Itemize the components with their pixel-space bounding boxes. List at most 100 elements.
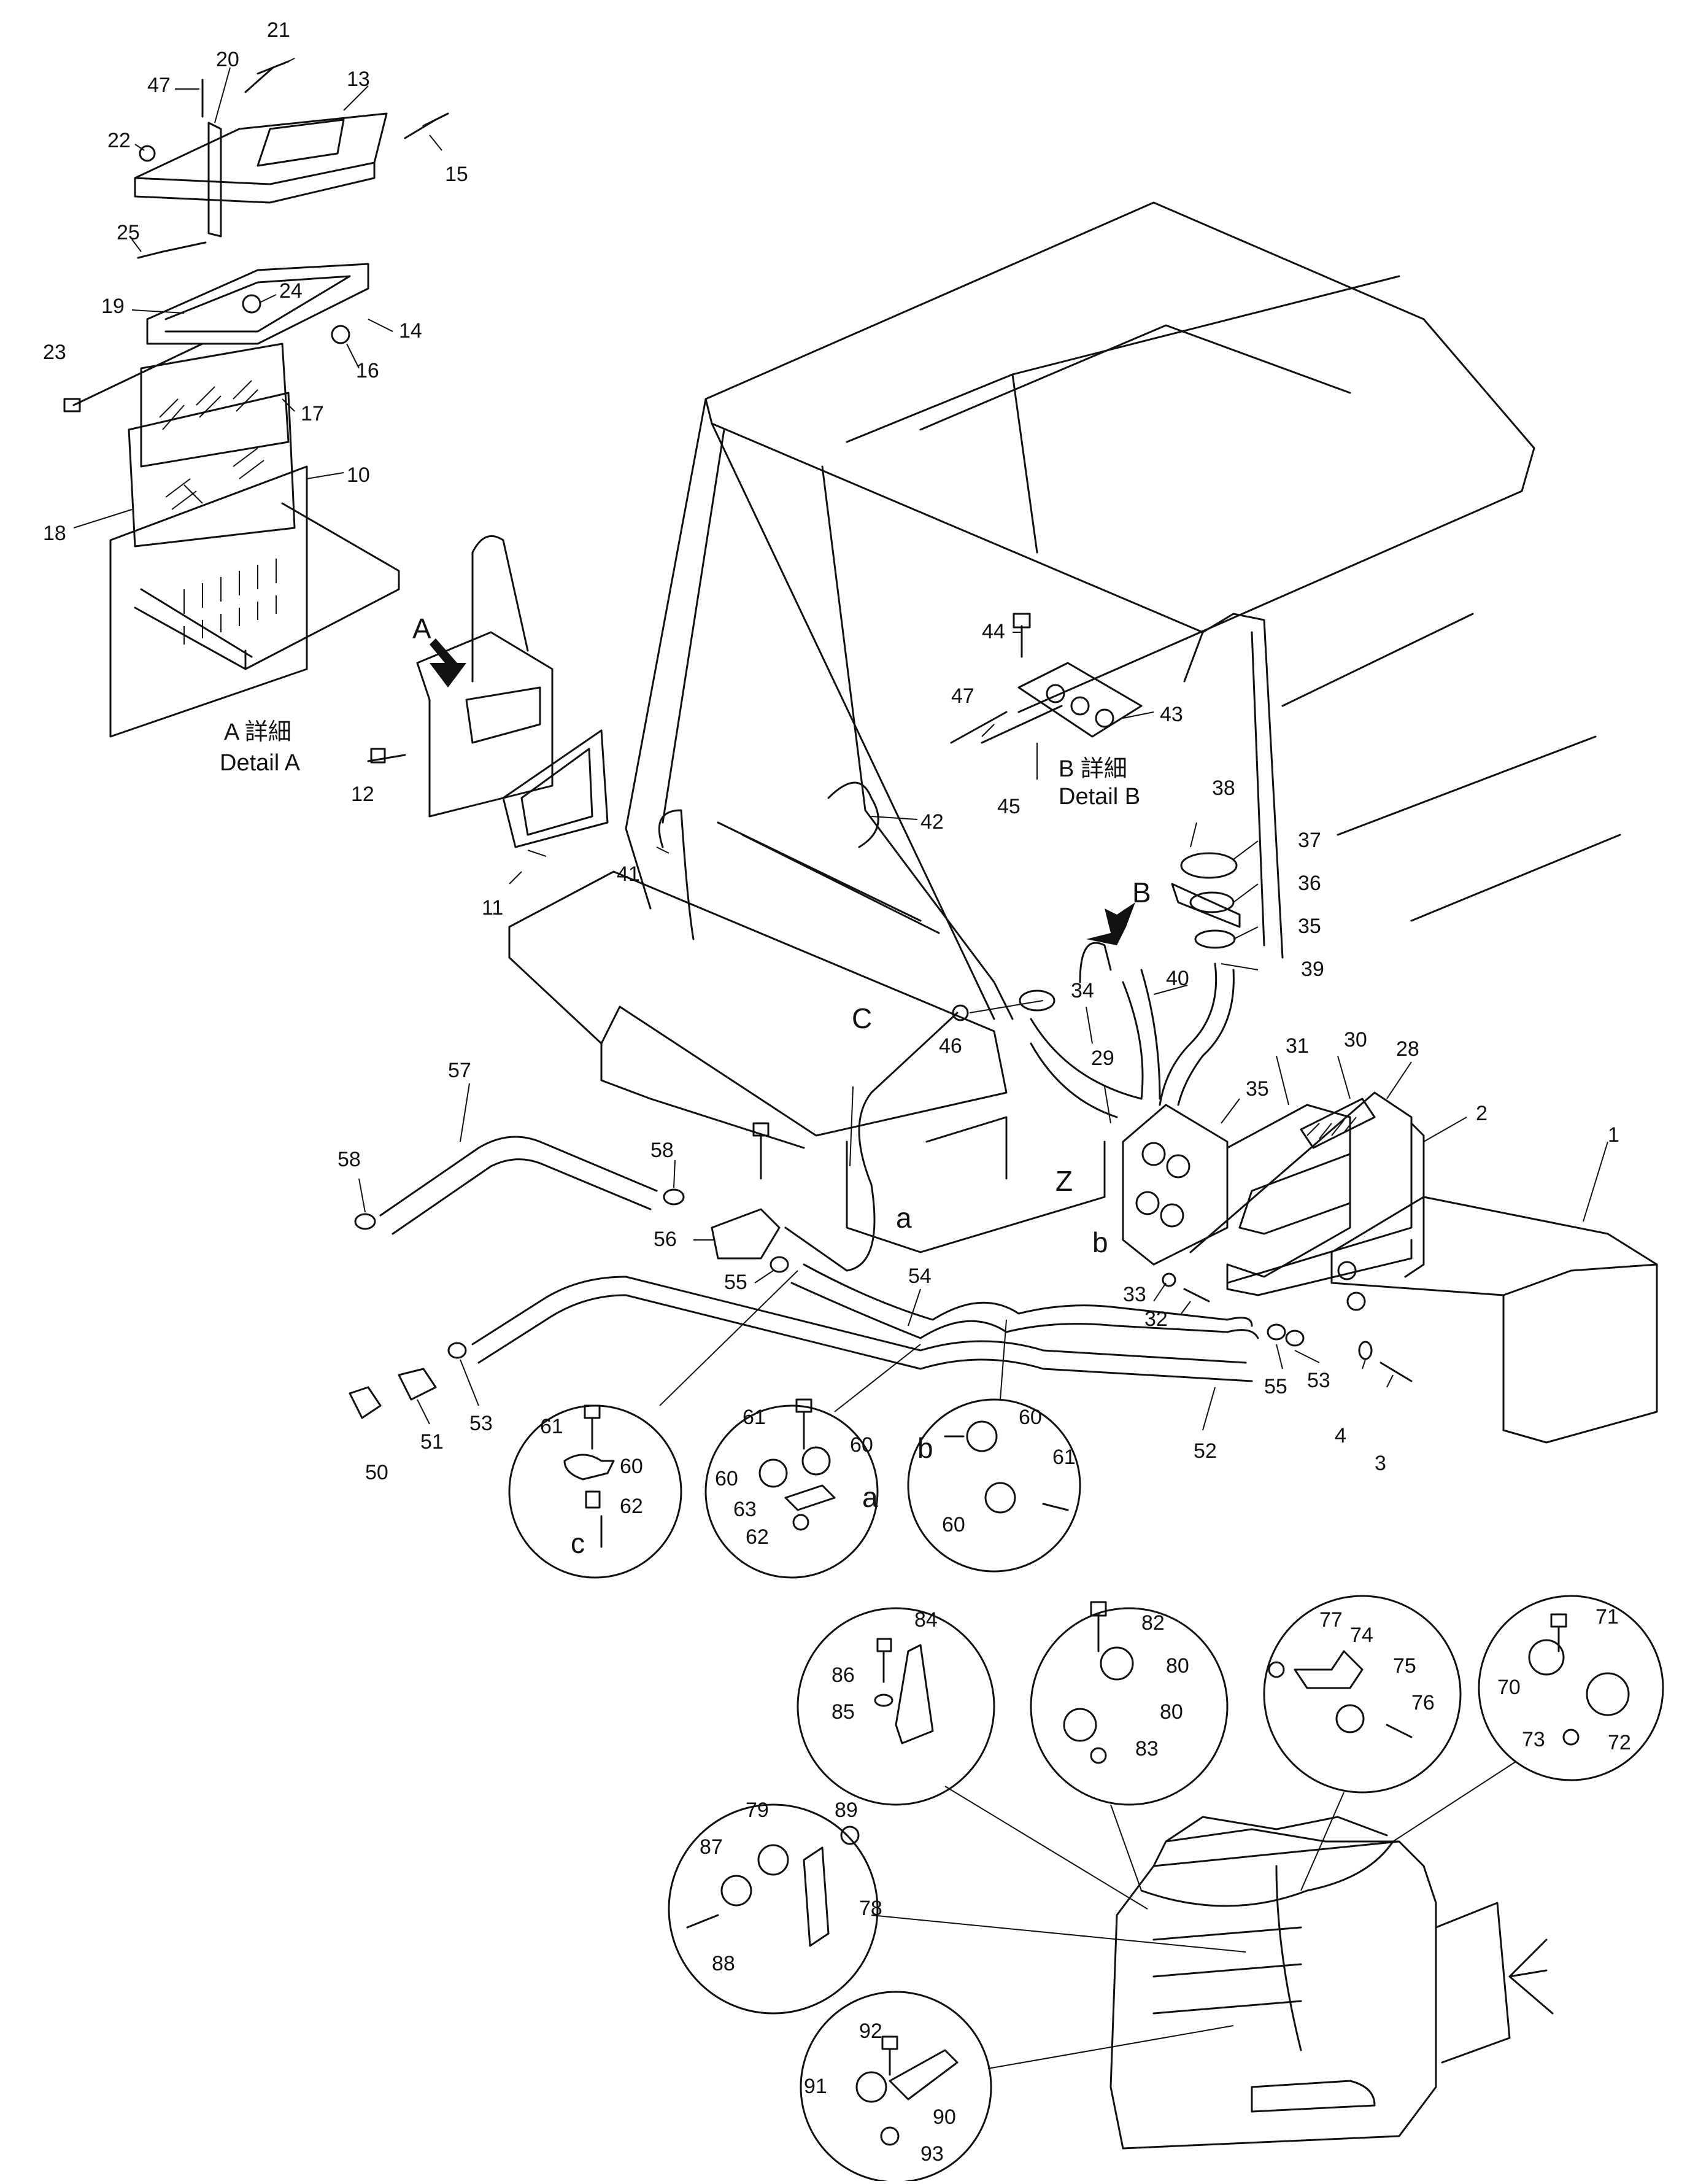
marker-b-1: b [1092,1226,1108,1258]
washer-4 [1358,1341,1373,1360]
clamp-53-left [447,1342,467,1359]
label-92: 92 [859,2019,882,2043]
bracket-63 [784,1484,836,1511]
gasket-19 [164,275,351,333]
plate-43-hole-2 [1070,696,1090,716]
label-60-b1: 60 [1019,1406,1042,1429]
fan [1508,1938,1554,2015]
label-41: 41 [617,862,640,886]
label-73: 73 [1522,1728,1545,1751]
plate-30-bottom [1226,1239,1413,1296]
cover-edge [134,161,376,204]
label-63: 63 [733,1498,757,1521]
bracket-84 [895,1644,934,1744]
label-54: 54 [908,1264,932,1288]
bolt-61-a-head [795,1398,812,1413]
leader-circle-c [659,1270,798,1406]
hose-57-b [392,1158,652,1235]
detail-circle-78 [668,1803,879,2015]
marker-C: C [852,1002,872,1034]
hose-34-b [1030,1042,1118,1118]
label-93: 93 [920,2142,944,2166]
bracket-20 [207,122,222,238]
hoses [349,1004,1305,1419]
caption-detail-a-en: Detail A [220,750,301,776]
detail-circle-74 [1263,1595,1462,1794]
outlet-3 [1135,1191,1160,1215]
case-10-louvers [183,559,277,645]
clamp-60-b1 [966,1420,998,1452]
label-60-b2: 60 [942,1513,965,1536]
engine-detail-lines [1152,1926,1302,2015]
bracket-90 [889,2049,959,2101]
clamp-72 [1586,1672,1630,1716]
label-46: 46 [939,1034,962,1058]
caption-detail-b-jp: B 詳細 [1059,756,1127,782]
label-28: 28 [1396,1037,1419,1061]
nut-24 [242,294,261,314]
label-56: 56 [654,1228,677,1251]
nut-73 [1562,1729,1580,1746]
label-60-a1: 60 [850,1433,873,1457]
plate-78 [803,1846,830,1947]
nut-83 [1090,1747,1107,1764]
frame-14 [146,263,369,345]
label-80-a: 80 [1166,1654,1189,1678]
clamp-60-b2 [984,1482,1016,1514]
bolt-61-c-head [584,1404,601,1419]
label-55-left: 55 [724,1271,747,1294]
leader-80 [1110,1804,1142,1891]
bolt-15 [404,112,449,139]
clamp-80-a [1100,1646,1134,1681]
label-42: 42 [920,810,944,834]
label-35-mid: 35 [1246,1077,1269,1101]
label-77: 77 [1319,1608,1343,1632]
cable-46 [784,1012,959,1272]
leader-84 [944,1786,1148,1910]
label-57: 57 [448,1059,471,1082]
clamp-75 [1335,1704,1365,1733]
cab-rear-post-inner [1251,631,1265,947]
label-35-top: 35 [1298,915,1321,938]
leader-74 [1300,1792,1345,1891]
cab-roof-outline [704,201,1535,713]
label-60-a2: 60 [715,1467,738,1490]
label-31: 31 [1286,1034,1309,1058]
label-90: 90 [933,2105,956,2129]
detail-circle-b [907,1398,1081,1573]
clamp-80-b [1063,1708,1097,1742]
cab-floor-lower [600,1042,805,1149]
engine-body [1109,1840,1437,2150]
outlet-block [1122,1104,1229,1266]
nut-16 [331,325,350,344]
cover-opening [257,118,345,167]
washer-85 [874,1694,893,1707]
detail-a-assembly [63,60,449,738]
label-53-left: 53 [469,1412,493,1435]
outlet-4 [1160,1203,1184,1228]
bolt-12-head [370,748,386,764]
detail-circle-80 [1030,1607,1229,1806]
engine-front [1435,1902,1511,2064]
nut-22 [139,145,156,162]
label-3: 3 [1375,1452,1386,1475]
label-39: 39 [1301,958,1324,981]
label-34: 34 [1071,979,1094,1002]
bolt-88 [686,1914,719,1929]
hose-52 [471,1276,1247,1364]
clamp-55-left [770,1256,789,1273]
case-10 [109,465,308,738]
nut-62-a [792,1514,809,1531]
label-16: 16 [356,359,379,382]
case-10-side [244,502,400,670]
label-82: 82 [1141,1611,1165,1635]
plate-43-hole-3 [1095,708,1114,728]
label-44: 44 [982,620,1005,643]
hose-40 [1122,981,1144,1100]
label-85: 85 [831,1700,855,1724]
filter-17 [140,343,290,468]
marker-c-small: c [571,1527,585,1559]
clamp-60-c [563,1454,615,1481]
nut-77 [1268,1661,1285,1678]
